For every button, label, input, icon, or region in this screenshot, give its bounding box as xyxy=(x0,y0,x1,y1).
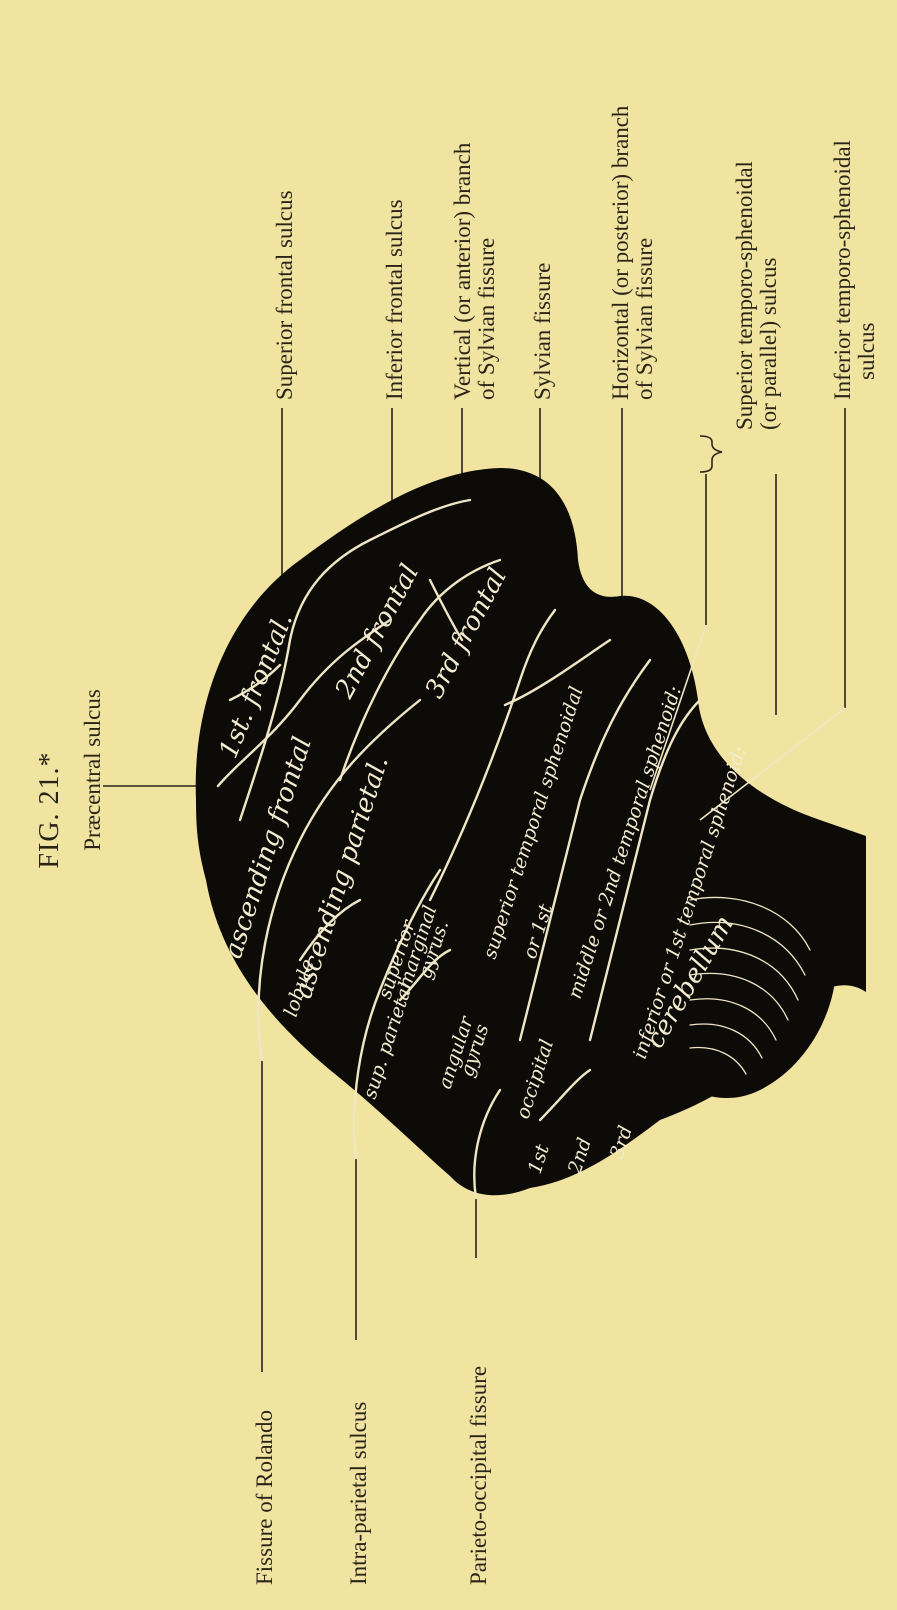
figure-title: FIG. 21.* xyxy=(34,751,65,868)
label-vertical-branch-2: of Sylvian fissure xyxy=(474,238,499,400)
label-inferior-temporo-2: sulcus xyxy=(854,322,879,380)
label-fissure-of-rolando: Fissure of Rolando xyxy=(252,1410,277,1585)
label-horizontal-branch-2: of Sylvian fissure xyxy=(632,238,657,400)
label-vertical-branch-1: Vertical (or anterior) branch xyxy=(450,142,475,400)
label-superior-frontal-sulcus: Superior frontal sulcus xyxy=(272,190,297,400)
label-superior-temporo-1: Superior temporo-sphenoidal xyxy=(732,161,757,430)
label-inferior-temporo-1: Inferior temporo-sphenoidal xyxy=(830,140,855,400)
brace-superior-temporo xyxy=(700,436,722,472)
label-precentral-sulcus: Præcentral sulcus xyxy=(80,689,105,851)
label-horizontal-branch-1: Horizontal (or posterior) branch xyxy=(608,105,633,400)
label-inferior-frontal-sulcus: Inferior frontal sulcus xyxy=(382,199,407,400)
label-sylvian-fissure: Sylvian fissure xyxy=(530,263,555,400)
label-intra-parietal-sulcus: Intra-parietal sulcus xyxy=(346,1402,371,1585)
label-parieto-occipital-fissure: Parieto-occipital fissure xyxy=(466,1366,491,1585)
label-superior-temporo-2: (or parallel) sulcus xyxy=(756,258,781,430)
